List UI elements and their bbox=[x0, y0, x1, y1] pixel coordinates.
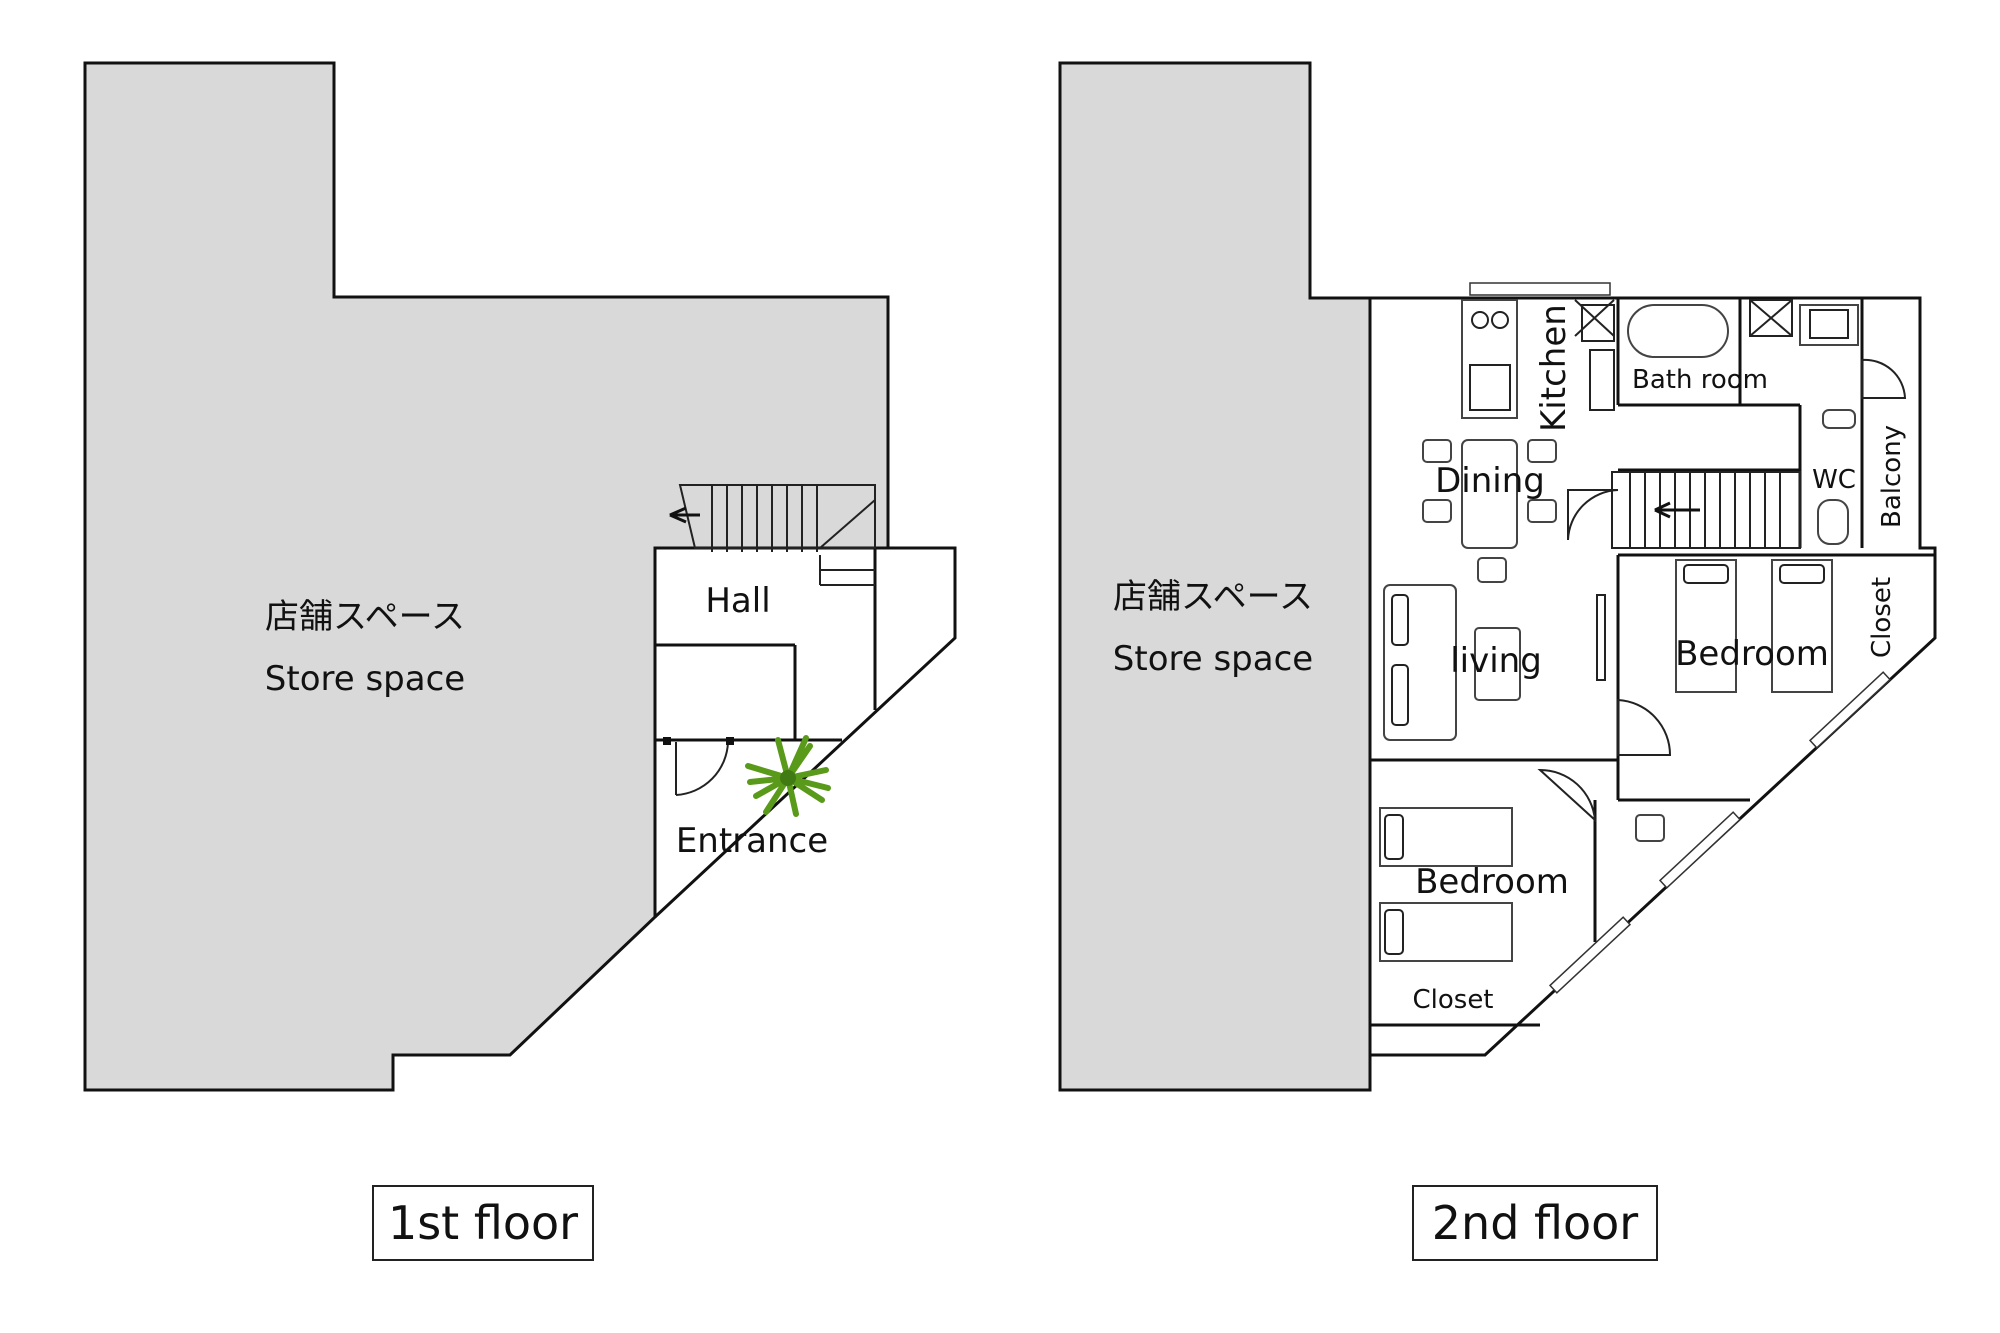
entrance-label: Entrance bbox=[676, 821, 828, 861]
second-floor-caption: 2nd floor bbox=[1412, 1185, 1658, 1261]
first-floor-store-jp-label: 店舗スペース bbox=[265, 597, 465, 637]
kitchen-label: Kitchen bbox=[1534, 304, 1574, 432]
closet-2-label: Closet bbox=[1412, 985, 1493, 1015]
wc-fixtures bbox=[1817, 409, 1856, 545]
living-furniture bbox=[1383, 584, 1606, 741]
entrance-door bbox=[663, 737, 734, 796]
balcony-label: Balcony bbox=[1877, 425, 1907, 528]
first-floor-stairs bbox=[669, 484, 876, 586]
first-floor-store-en-label: Store space bbox=[265, 659, 465, 699]
bedroom-1-label: Bedroom bbox=[1675, 634, 1829, 674]
kitchen-fixtures bbox=[1461, 282, 1615, 419]
first-floor-plan: 店舗スペース Store space Hall Entrance bbox=[83, 61, 957, 1092]
bathroom-fixtures bbox=[1574, 299, 1859, 358]
second-floor-stairs bbox=[1611, 471, 1801, 549]
dining-table bbox=[1422, 439, 1557, 583]
first-floor-caption: 1st floor bbox=[372, 1185, 594, 1261]
second-floor-store-en-label: Store space bbox=[1113, 639, 1313, 679]
doors bbox=[1537, 358, 1907, 823]
second-floor-outline bbox=[1370, 296, 1937, 1057]
first-floor-store-space bbox=[83, 61, 890, 1092]
second-floor-plan: 店舗スペース Store space Kitchen Dining living… bbox=[1058, 61, 1937, 1092]
bedroom-1-beds bbox=[1675, 559, 1833, 693]
wc-label: WC bbox=[1812, 465, 1856, 495]
first-floor-outline bbox=[653, 546, 957, 919]
bath-room-label: Bath room bbox=[1632, 365, 1768, 395]
second-floor-store-jp-label: 店舗スペース bbox=[1113, 577, 1313, 617]
bedroom-2-beds bbox=[1379, 807, 1665, 962]
plant-icon bbox=[745, 735, 831, 817]
bedroom-2-label: Bedroom bbox=[1415, 862, 1569, 902]
dining-label: Dining bbox=[1435, 461, 1545, 501]
living-label: living bbox=[1450, 641, 1542, 681]
diagonal-windows bbox=[1548, 671, 1892, 994]
hall-label: Hall bbox=[705, 581, 770, 621]
closet-1-label: Closet bbox=[1867, 577, 1897, 658]
